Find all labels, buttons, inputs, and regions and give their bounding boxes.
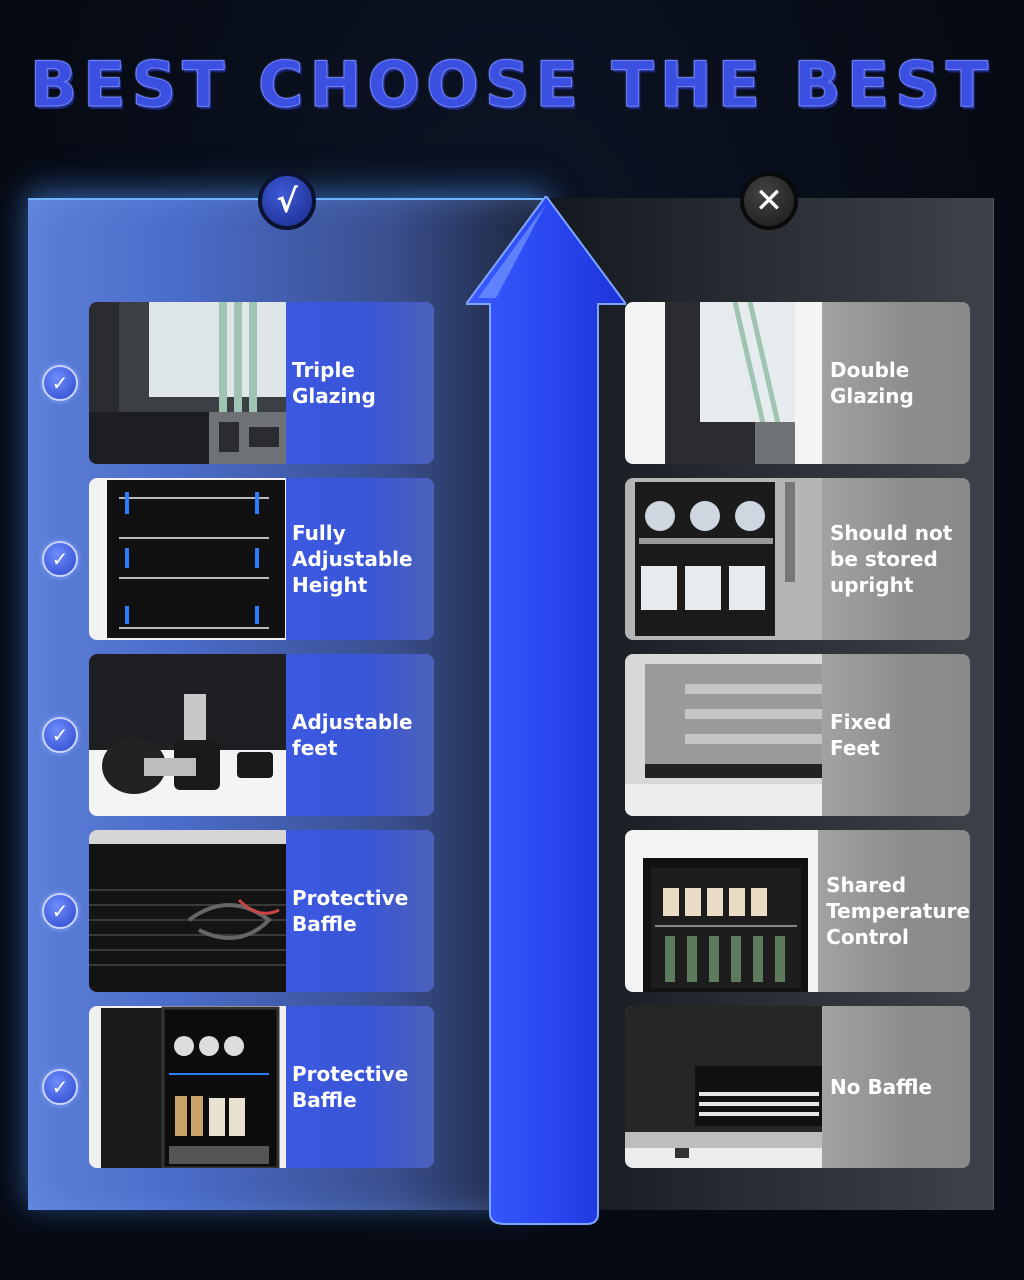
- good-card-label: Protective Baffle: [286, 830, 434, 992]
- checkmark-icon: ✓: [42, 717, 78, 753]
- good-card-label: Triple Glazing: [286, 302, 434, 464]
- bottle-fridge-image: [625, 830, 819, 992]
- bad-card-3: Fixed Feet: [625, 654, 970, 816]
- window-frame-image: [89, 302, 286, 464]
- cans-image: [625, 478, 822, 640]
- bad-card-label: Shared Temperature Control: [818, 830, 970, 992]
- checkmark-icon: ✓: [42, 1069, 78, 1105]
- window-frame-image: [625, 302, 822, 464]
- open-base-image: [625, 1006, 822, 1168]
- fridge-interior-image: [89, 1006, 286, 1168]
- up-arrow-icon: [466, 196, 626, 1225]
- good-card-3: Adjustable feet: [89, 654, 434, 816]
- bad-card-label: No Baffle: [822, 1006, 970, 1168]
- compressor-image: [89, 830, 286, 992]
- good-card-1: Triple Glazing: [89, 302, 434, 464]
- bad-card-label: Double Glazing: [822, 302, 970, 464]
- checkmark-icon: ✓: [42, 365, 78, 401]
- shelves-image: [89, 478, 286, 640]
- good-card-4: Protective Baffle: [89, 830, 434, 992]
- bad-card-label: Fixed Feet: [822, 654, 970, 816]
- bad-card-label: Should not be stored upright: [822, 478, 970, 640]
- bad-card-5: No Baffle: [625, 1006, 970, 1168]
- leveling-feet-image: [89, 654, 286, 816]
- bad-card-2: Should not be stored upright: [625, 478, 970, 640]
- bad-card-1: Double Glazing: [625, 302, 970, 464]
- bad-card-4: Shared Temperature Control: [625, 830, 970, 992]
- fixed-feet-image: [625, 654, 822, 816]
- checkmark-icon: ✓: [42, 541, 78, 577]
- good-card-2: Fully Adjustable Height: [89, 478, 434, 640]
- checkmark-icon: ✓: [42, 893, 78, 929]
- good-card-label: Fully Adjustable Height: [286, 478, 434, 640]
- good-card-label: Protective Baffle: [286, 1006, 434, 1168]
- headline: BEST CHOOSE THE BEST: [29, 48, 995, 122]
- check-badge-icon: √: [258, 172, 316, 230]
- good-card-label: Adjustable feet: [286, 654, 434, 816]
- cross-badge-icon: ✕: [740, 172, 798, 230]
- good-card-5: Protective Baffle: [89, 1006, 434, 1168]
